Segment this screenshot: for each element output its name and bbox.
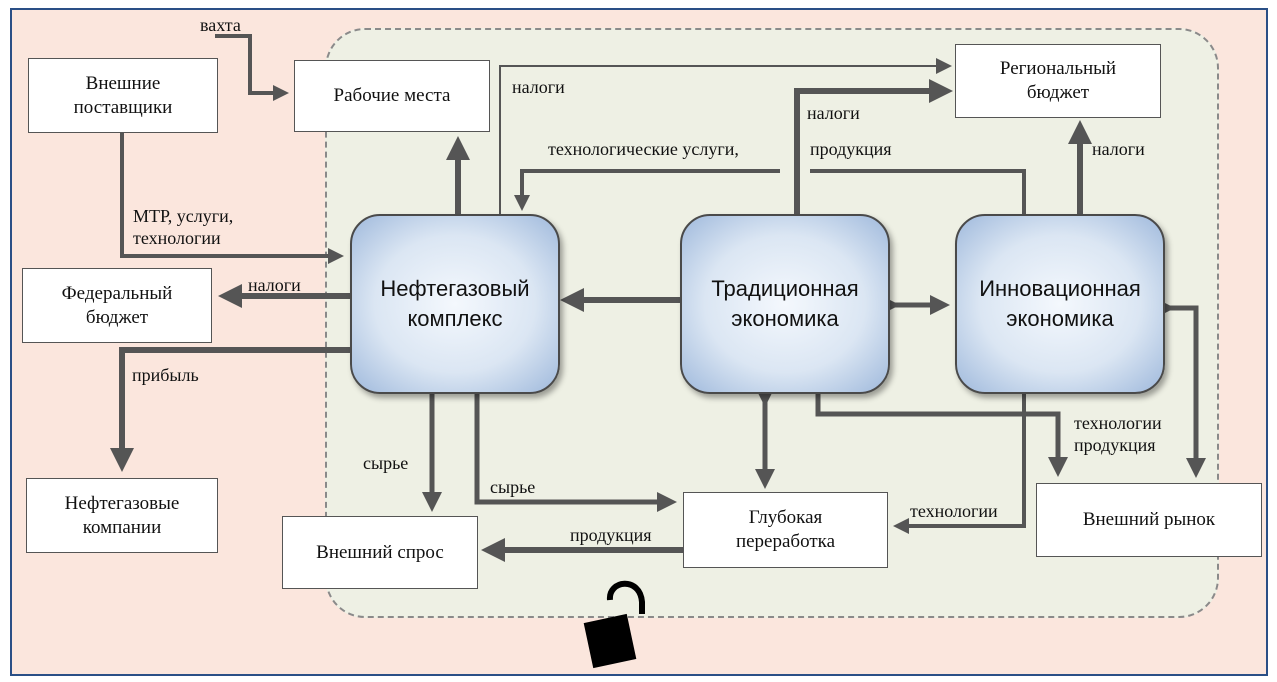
deep-processing-box: Глубокая переработка — [683, 492, 888, 568]
label-taxes-federal: налоги — [248, 275, 301, 295]
label-tech-services: технологические услуги, — [548, 139, 739, 159]
arrow-tech-processing — [893, 393, 1026, 534]
external-market-box: Внешний рынок — [1036, 483, 1262, 557]
federal-budget-box: Федеральный бюджет — [22, 268, 212, 343]
oil-gas-complex-node: Нефтегазовый комплекс — [350, 214, 560, 394]
arrow-shift — [215, 34, 289, 101]
label-raw-left: сырье — [363, 453, 409, 473]
label-taxes-traditional: налоги — [807, 103, 860, 123]
workplaces-box: Рабочие места — [294, 60, 490, 132]
label-products-top: продукция — [810, 139, 892, 159]
arrow-taxes-top — [499, 58, 952, 214]
arrow-raw-processing — [474, 393, 677, 512]
label-products-bottom: продукция — [570, 525, 652, 545]
label-profit: прибыль — [132, 365, 199, 385]
external-suppliers-box: Внешние поставщики — [28, 58, 218, 133]
arrow-innovative-market — [1155, 298, 1206, 478]
arrow-mtr — [120, 132, 344, 264]
label-tech-products-market: технологии продукция — [1074, 413, 1162, 455]
traditional-economy-node: Традиционная экономика — [680, 214, 890, 394]
arrow-profit — [110, 347, 350, 472]
label-taxes-right: налоги — [1092, 139, 1145, 159]
line-products-top — [810, 169, 1026, 214]
arrow-traditional-market — [815, 393, 1068, 477]
label-raw-right: сырье — [490, 477, 536, 497]
oil-companies-box: Нефтегазовые компании — [26, 478, 218, 553]
innovative-economy-node: Инновационная экономика — [955, 214, 1165, 394]
label-mtr: МТР, услуги, технологии — [133, 206, 234, 248]
regional-budget-box: Региональный бюджет — [955, 44, 1161, 118]
label-shift: вахта — [200, 15, 241, 35]
arrow-tech-services — [514, 169, 780, 211]
label-taxes-top: налоги — [512, 77, 565, 97]
arrow-traditional-taxes — [794, 79, 953, 214]
label-technologies-bottom: технологии — [910, 501, 998, 521]
external-demand-box: Внешний спрос — [282, 516, 478, 589]
unlocked-padlock-icon — [583, 580, 645, 669]
